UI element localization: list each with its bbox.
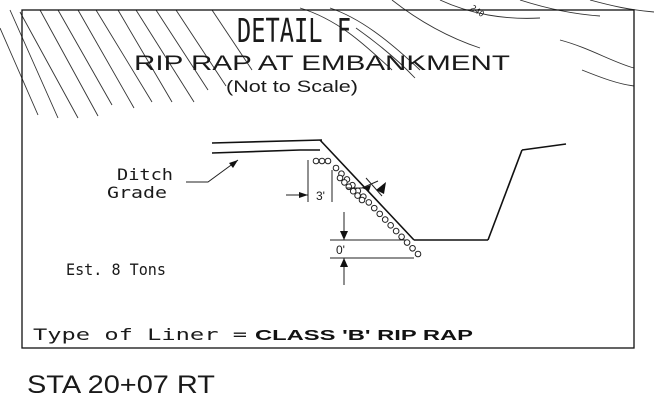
ditch-grade-leader	[186, 159, 239, 183]
rip-rap-stone	[358, 196, 366, 204]
rip-rap-stone	[392, 227, 400, 235]
dim-depth-label: 0'	[336, 243, 345, 257]
rip-rap-stone	[332, 164, 340, 172]
liner-value: CLASS 'B' RIP RAP	[255, 327, 473, 344]
contour-lines	[0, 0, 654, 119]
rip-rap-stones	[312, 157, 422, 258]
rip-rap-stone	[324, 157, 332, 165]
rip-rap-stone	[398, 233, 405, 241]
station-label: STA 20+07 RT	[27, 371, 215, 399]
rip-rap-stone	[349, 187, 357, 195]
rip-rap-stone	[403, 239, 411, 246]
ditch-label-line2: Grade	[107, 183, 167, 202]
rip-rap-stone	[409, 244, 416, 252]
estimate-label: Est. 8 Tons	[66, 260, 166, 279]
rip-rap-stone	[341, 179, 348, 186]
dimension-width	[286, 160, 386, 202]
rip-rap-stone	[370, 204, 378, 212]
rip-rap-stone	[336, 174, 344, 182]
dim-width-label: 3'	[316, 189, 325, 203]
rip-rap-stone	[312, 157, 320, 165]
rip-rap-stone	[387, 222, 394, 229]
contour-label: 240	[469, 3, 486, 19]
scale-note: (Not to Scale)	[226, 77, 358, 96]
dimension-depth	[330, 212, 414, 285]
rip-rap-stone	[381, 216, 389, 223]
rip-rap-stone	[414, 250, 422, 258]
rip-rap-stone	[354, 192, 361, 199]
detail-subtitle: RIP RAP AT EMBANKMENT	[134, 52, 510, 75]
detail-frame	[21, 9, 635, 349]
rip-rap-stone	[376, 210, 384, 218]
rip-rap-stone	[345, 183, 353, 191]
ditch-label-line1: Ditch	[117, 165, 173, 184]
detail-title: DETAIL F	[237, 11, 351, 50]
rip-rap-stone	[318, 157, 326, 165]
liner-label: Type of Liner =	[33, 325, 247, 344]
rip-rap-stone	[365, 199, 373, 206]
